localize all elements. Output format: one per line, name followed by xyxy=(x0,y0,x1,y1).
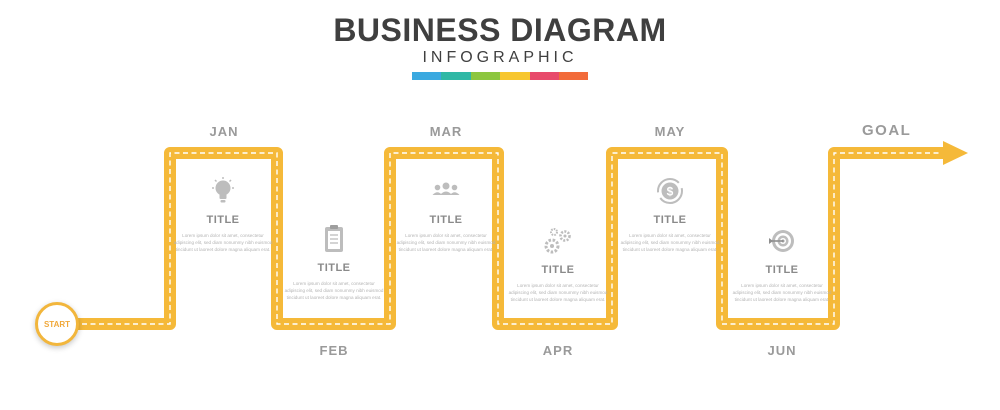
month-label-feb: FEB xyxy=(319,343,349,358)
month-label-mar: MAR xyxy=(429,124,463,139)
team-icon xyxy=(432,182,460,195)
color-bar-segment xyxy=(412,72,442,80)
svg-text:$: $ xyxy=(667,185,674,199)
step-body: Lorem ipsum dolor sit amet, consectetur … xyxy=(620,233,720,252)
color-bar-segment xyxy=(500,72,530,80)
month-label-jan: JAN xyxy=(209,124,239,139)
step-title: TITLE xyxy=(206,214,240,226)
clipboard-icon xyxy=(325,225,343,252)
color-bar xyxy=(412,72,589,80)
step-body: Lorem ipsum dolor sit amet, consectetur … xyxy=(284,281,384,300)
target-icon xyxy=(769,230,794,252)
start-label: START xyxy=(43,319,71,329)
lightbulb-icon xyxy=(212,177,234,203)
road-dashes xyxy=(82,152,940,325)
step-title: TITLE xyxy=(653,214,687,226)
step-may: $ TITLE Lorem ipsum dolor sit amet, cons… xyxy=(620,176,720,253)
start-marker: START xyxy=(35,302,79,346)
month-label-may: MAY xyxy=(654,124,686,139)
color-bar-segment xyxy=(441,72,471,80)
page-subtitle: INFOGRAPHIC xyxy=(422,49,578,66)
page-title: BUSINESS DIAGRAM xyxy=(333,12,667,48)
step-title: TITLE xyxy=(317,262,351,274)
step-title: TITLE xyxy=(765,264,799,276)
step-body: Lorem ipsum dolor sit amet, consectetur … xyxy=(396,233,496,252)
gears-icon xyxy=(544,228,571,254)
goal-label: GOAL xyxy=(862,122,912,139)
month-label-apr: APR xyxy=(542,343,574,358)
color-bar-segment xyxy=(529,72,559,80)
step-mar: TITLE Lorem ipsum dolor sit amet, consec… xyxy=(396,176,496,253)
step-jun: TITLE Lorem ipsum dolor sit amet, consec… xyxy=(732,226,832,303)
step-apr: TITLE Lorem ipsum dolor sit amet, consec… xyxy=(508,226,608,303)
step-title: TITLE xyxy=(429,214,463,226)
color-bar-segment xyxy=(558,72,589,80)
step-body: Lorem ipsum dolor sit amet, consectetur … xyxy=(173,233,273,252)
dollar-cycle-icon: $ xyxy=(657,178,683,204)
step-title: TITLE xyxy=(541,264,575,276)
color-bar-segment xyxy=(470,72,501,80)
step-jan: TITLE Lorem ipsum dolor sit amet, consec… xyxy=(173,176,273,253)
month-label-jun: JUN xyxy=(767,343,797,358)
goal-arrowhead xyxy=(943,141,968,165)
step-feb: TITLE Lorem ipsum dolor sit amet, consec… xyxy=(284,224,384,301)
step-body: Lorem ipsum dolor sit amet, consectetur … xyxy=(508,283,608,302)
step-body: Lorem ipsum dolor sit amet, consectetur … xyxy=(732,283,832,302)
